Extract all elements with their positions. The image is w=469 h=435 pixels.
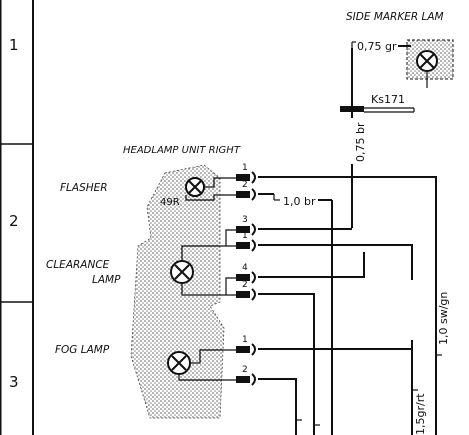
wire-label-10br: 1,0 br	[283, 195, 316, 208]
wire-label-075br: 0,75 br	[354, 122, 367, 162]
svg-text:1: 1	[242, 231, 248, 241]
clearance-pin-2: 2	[236, 280, 256, 301]
row-number-2: 2	[9, 212, 19, 230]
connector-ks171: Ks171	[340, 93, 415, 113]
row-index-margin: 1 2 3	[0, 0, 34, 435]
flasher-bulb	[185, 177, 236, 201]
fog-pin-2: 2	[236, 365, 256, 386]
flasher-pin-1: 1	[236, 163, 256, 184]
flasher-label: FLASHER	[60, 182, 108, 194]
fog-lamp-bulb	[167, 349, 236, 381]
row-number-1: 1	[9, 36, 19, 54]
fog-pin-1: 1	[236, 335, 256, 356]
fog-lamp-label: FOG LAMP	[55, 344, 110, 356]
clearance-label-2: LAMP	[92, 274, 121, 286]
svg-text:2: 2	[242, 365, 248, 375]
headlamp-unit-title: HEADLAMP UNIT RIGHT	[123, 145, 241, 156]
wire-label-10swgn: 1,0 sw/gn	[437, 292, 450, 345]
wire-label-075gr: 0,75 gr	[357, 40, 397, 53]
svg-text:4: 4	[242, 263, 248, 273]
flasher-pin-2: 2	[236, 180, 256, 201]
wire-label-15grrt: 1,5gr/rt	[414, 393, 427, 435]
clearance-pin-1: 1	[236, 231, 256, 252]
svg-text:1: 1	[242, 163, 248, 173]
svg-text:1: 1	[242, 335, 248, 345]
terminal-pins: 1 2 3 1 4 2 1	[236, 163, 256, 386]
bulb-rating: 49R	[160, 197, 180, 208]
svg-text:2: 2	[242, 280, 248, 290]
clearance-pin-4: 4	[236, 263, 256, 284]
clearance-pin-3: 3	[236, 215, 256, 236]
svg-text:2: 2	[242, 180, 248, 190]
wiring: 1,0 br	[258, 176, 437, 435]
connector-label: Ks171	[371, 93, 405, 106]
side-marker-lamp: 0,75 gr	[351, 39, 454, 112]
clearance-label: CLEARANCE	[46, 259, 110, 271]
side-marker-title: SIDE MARKER LAM	[346, 11, 444, 23]
svg-text:3: 3	[242, 215, 248, 225]
row-number-3: 3	[9, 373, 19, 391]
clearance-bulb	[170, 229, 236, 296]
